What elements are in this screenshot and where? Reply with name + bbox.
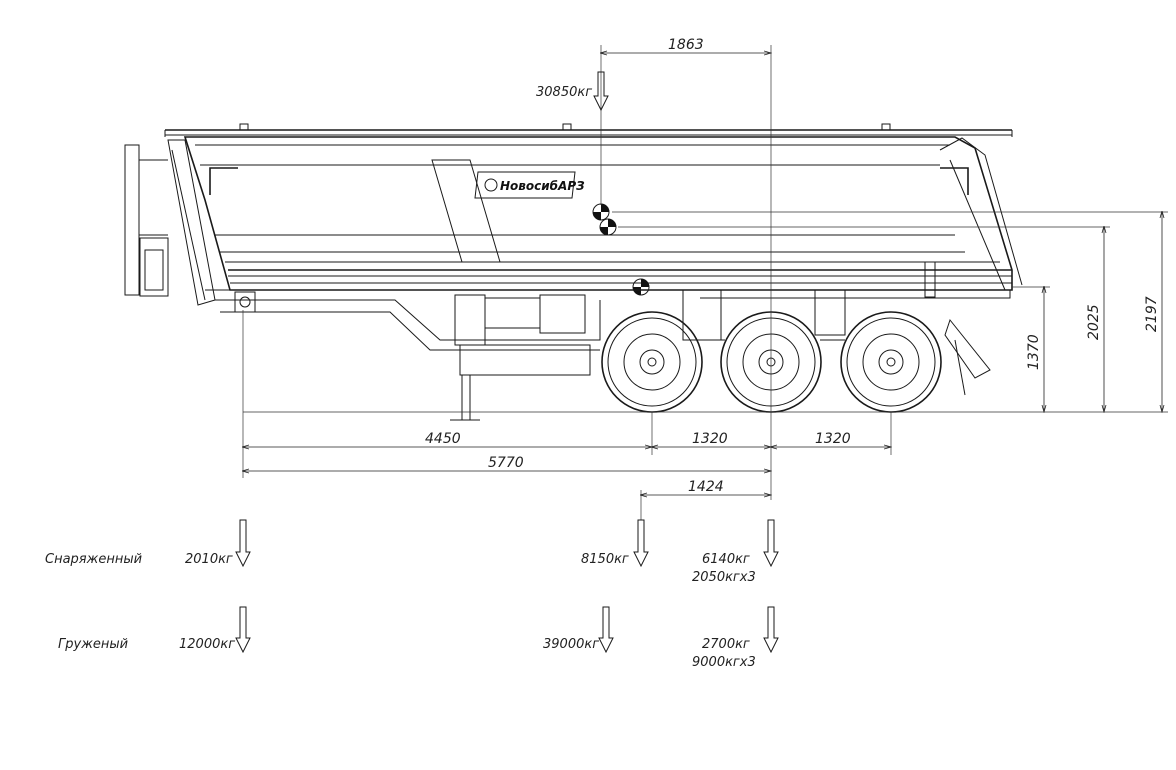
dump-body [124, 123, 1023, 306]
down-arrow-icon [235, 519, 251, 568]
loaded-label: Груженый [58, 637, 128, 652]
loaded-axles-line2: 9000кгх3 [692, 655, 756, 670]
empty-load-arrows [235, 519, 779, 568]
dim-1863-label: 1863 [668, 37, 704, 53]
empty-total: 8150кг [581, 552, 629, 567]
loaded-axles-line1: 2700кг [702, 637, 750, 652]
dim-1320b-label: 1320 [815, 431, 851, 447]
dim-2025-label: 2025 [1086, 304, 1102, 340]
dim-1424-label: 1424 [688, 479, 724, 495]
manufacturer-logo: НовосибАРЗ [474, 171, 585, 199]
dimension-5770: 5770 [243, 455, 771, 471]
top-load-indicator: 30850кг [536, 71, 609, 112]
logo-text: НовосибАРЗ [500, 179, 585, 193]
dimension-2197: 2197 [1144, 212, 1162, 412]
dimension-1320-a: 1320 [652, 431, 771, 447]
dim-2197-label: 2197 [1144, 296, 1160, 332]
empty-kingpin: 2010кг [185, 552, 233, 567]
dim-4450-label: 4450 [425, 431, 461, 447]
empty-axles-line2: 2050кгх3 [692, 570, 756, 585]
loaded-kingpin: 12000кг [179, 637, 235, 652]
wheel-1 [601, 311, 703, 413]
center-of-gravity-markers [592, 203, 650, 296]
dimension-2025: 2025 [1086, 227, 1104, 412]
down-arrow-icon [763, 519, 779, 568]
wheel-3 [840, 311, 942, 413]
dimension-4450: 4450 [243, 431, 652, 447]
dimension-1424: 1424 [641, 479, 771, 495]
loaded-load-arrows [235, 606, 779, 654]
dim-5770-label: 5770 [488, 455, 524, 471]
empty-load-row: Снаряженный 2010кг 8150кг 6140кг 2050кгх… [45, 552, 756, 585]
dimension-1320-b: 1320 [771, 431, 891, 447]
top-load-label: 30850кг [536, 85, 592, 100]
dimension-1863: 1863 [601, 37, 771, 53]
dimension-1370: 1370 [1026, 287, 1044, 412]
loaded-total: 39000кг [543, 637, 599, 652]
down-arrow-icon [598, 606, 614, 654]
rear-bumper [944, 318, 991, 396]
chassis-frame [205, 261, 1011, 421]
loaded-load-row: Груженый 12000кг 39000кг 2700кг 9000кгх3 [58, 637, 756, 670]
empty-axles-line1: 6140кг [702, 552, 750, 567]
down-arrow-icon [763, 606, 779, 654]
dim-1320a-label: 1320 [692, 431, 728, 447]
wheels [601, 311, 942, 413]
empty-label: Снаряженный [45, 552, 142, 567]
down-arrow-icon [235, 606, 251, 654]
dim-1370-label: 1370 [1026, 334, 1042, 370]
down-arrow-icon [633, 519, 649, 568]
